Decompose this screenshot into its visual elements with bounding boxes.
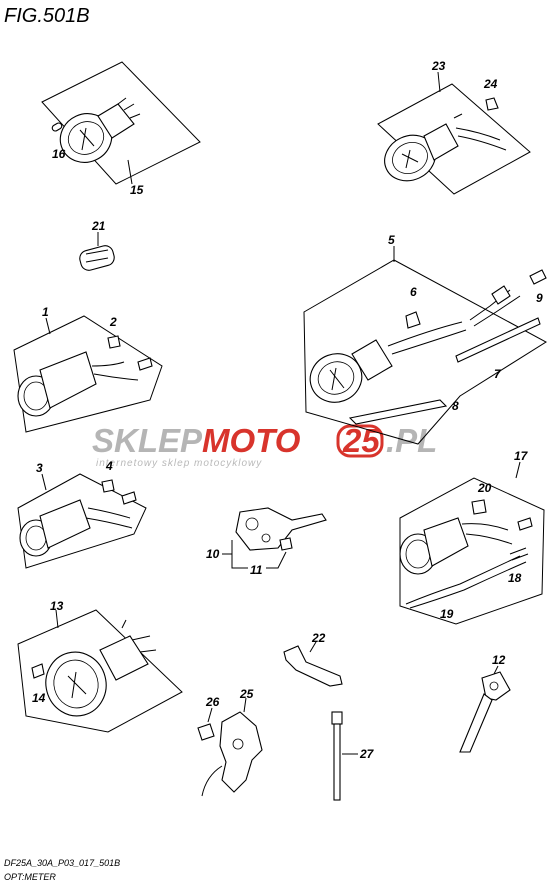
bulb-20: [471, 499, 487, 515]
watermark-tagline: internetowy sklep motocyklowy: [96, 458, 262, 469]
svg-text:SKLEPMOTO: SKLEPMOTO: [92, 422, 301, 459]
watermark: SKLEPMOTO 25 .PL internetowy sklep motoc…: [92, 422, 437, 469]
callout-14: 14: [32, 691, 46, 705]
watermark-badge: [336, 424, 384, 458]
harness-18: [509, 547, 529, 561]
figure-title: FIG.501B: [4, 5, 90, 27]
kit-box-5: [303, 259, 547, 445]
kit-box-13: [17, 609, 183, 733]
part-group-15: 15 16: [41, 61, 201, 197]
callout-10: 10: [206, 547, 220, 561]
callout-25: 25: [239, 687, 254, 701]
callout-27: 27: [359, 747, 375, 761]
kit-box-3: [17, 473, 147, 569]
part-group-3: 3 4: [17, 459, 147, 569]
part-group-12: 12: [459, 653, 511, 753]
bulb-14: [31, 663, 45, 679]
cable-tie-8: [348, 399, 448, 425]
part-group-27: 27: [331, 711, 375, 801]
bracket-22: [283, 645, 343, 687]
bulb-16: [51, 122, 63, 132]
callout-18: 18: [508, 571, 522, 585]
screw-26: [197, 723, 215, 741]
callout-26: 26: [205, 695, 220, 709]
bulb-4: [101, 479, 115, 493]
screw-11: [279, 537, 293, 551]
part-group-13: 13 14: [17, 599, 183, 733]
tube-7: [455, 317, 541, 363]
part-group-10: 10 11: [206, 507, 327, 577]
callout-21: 21: [91, 219, 106, 233]
callout-4: 4: [105, 459, 113, 473]
kit-box-1: [13, 315, 163, 433]
bulb-2: [107, 335, 121, 349]
part-group-21: 21: [79, 219, 115, 271]
callout-19: 19: [440, 607, 454, 621]
kit-box-17: [399, 477, 545, 625]
callout-17: 17: [514, 449, 529, 463]
cable-tie-27-head: [331, 711, 343, 725]
part-group-17: 17 18 19 20: [399, 449, 545, 625]
callout-15: 15: [130, 183, 144, 197]
callout-8: 8: [452, 399, 459, 413]
part-group-23: 23 24: [377, 59, 531, 195]
callout-3: 3: [36, 461, 43, 475]
bracket-12-arm: [459, 693, 493, 753]
callout-23: 23: [431, 59, 446, 73]
connector-9: [529, 269, 547, 285]
callout-24: 24: [483, 77, 498, 91]
footer-code: DF25A_30A_P03_017_501B: [4, 858, 120, 868]
callout-7: 7: [494, 367, 502, 381]
part-group-22: 22: [283, 631, 343, 687]
callout-22: 22: [311, 631, 326, 645]
part-group-5: 5 6 7 8 9: [303, 233, 547, 445]
watermark-brand-mid: MOTO: [202, 422, 301, 459]
callout-13: 13: [50, 599, 64, 613]
clamp-10: [235, 507, 327, 551]
bulb-6: [405, 311, 421, 329]
callout-6: 6: [410, 285, 417, 299]
watermark-brand-right: .PL: [386, 422, 437, 459]
callout-5: 5: [388, 233, 395, 247]
callout-20: 20: [477, 481, 492, 495]
callout-1: 1: [42, 305, 49, 319]
callout-16: 16: [52, 147, 66, 161]
part-group-1: 1 2: [13, 305, 163, 433]
callout-11: 11: [250, 563, 263, 577]
harness-19: [405, 555, 527, 609]
callout-12: 12: [492, 653, 506, 667]
watermark-brand-left: SKLEP: [92, 422, 203, 459]
callout-2: 2: [109, 315, 117, 329]
bracket-25: [219, 711, 263, 793]
callout-9: 9: [536, 291, 543, 305]
cable-tie-27-strap: [333, 723, 341, 801]
footer-name: OPT:METER: [4, 872, 56, 882]
part-group-25: 25 26: [197, 687, 263, 797]
grommet-21: [79, 245, 115, 271]
bulb-24: [485, 97, 499, 111]
